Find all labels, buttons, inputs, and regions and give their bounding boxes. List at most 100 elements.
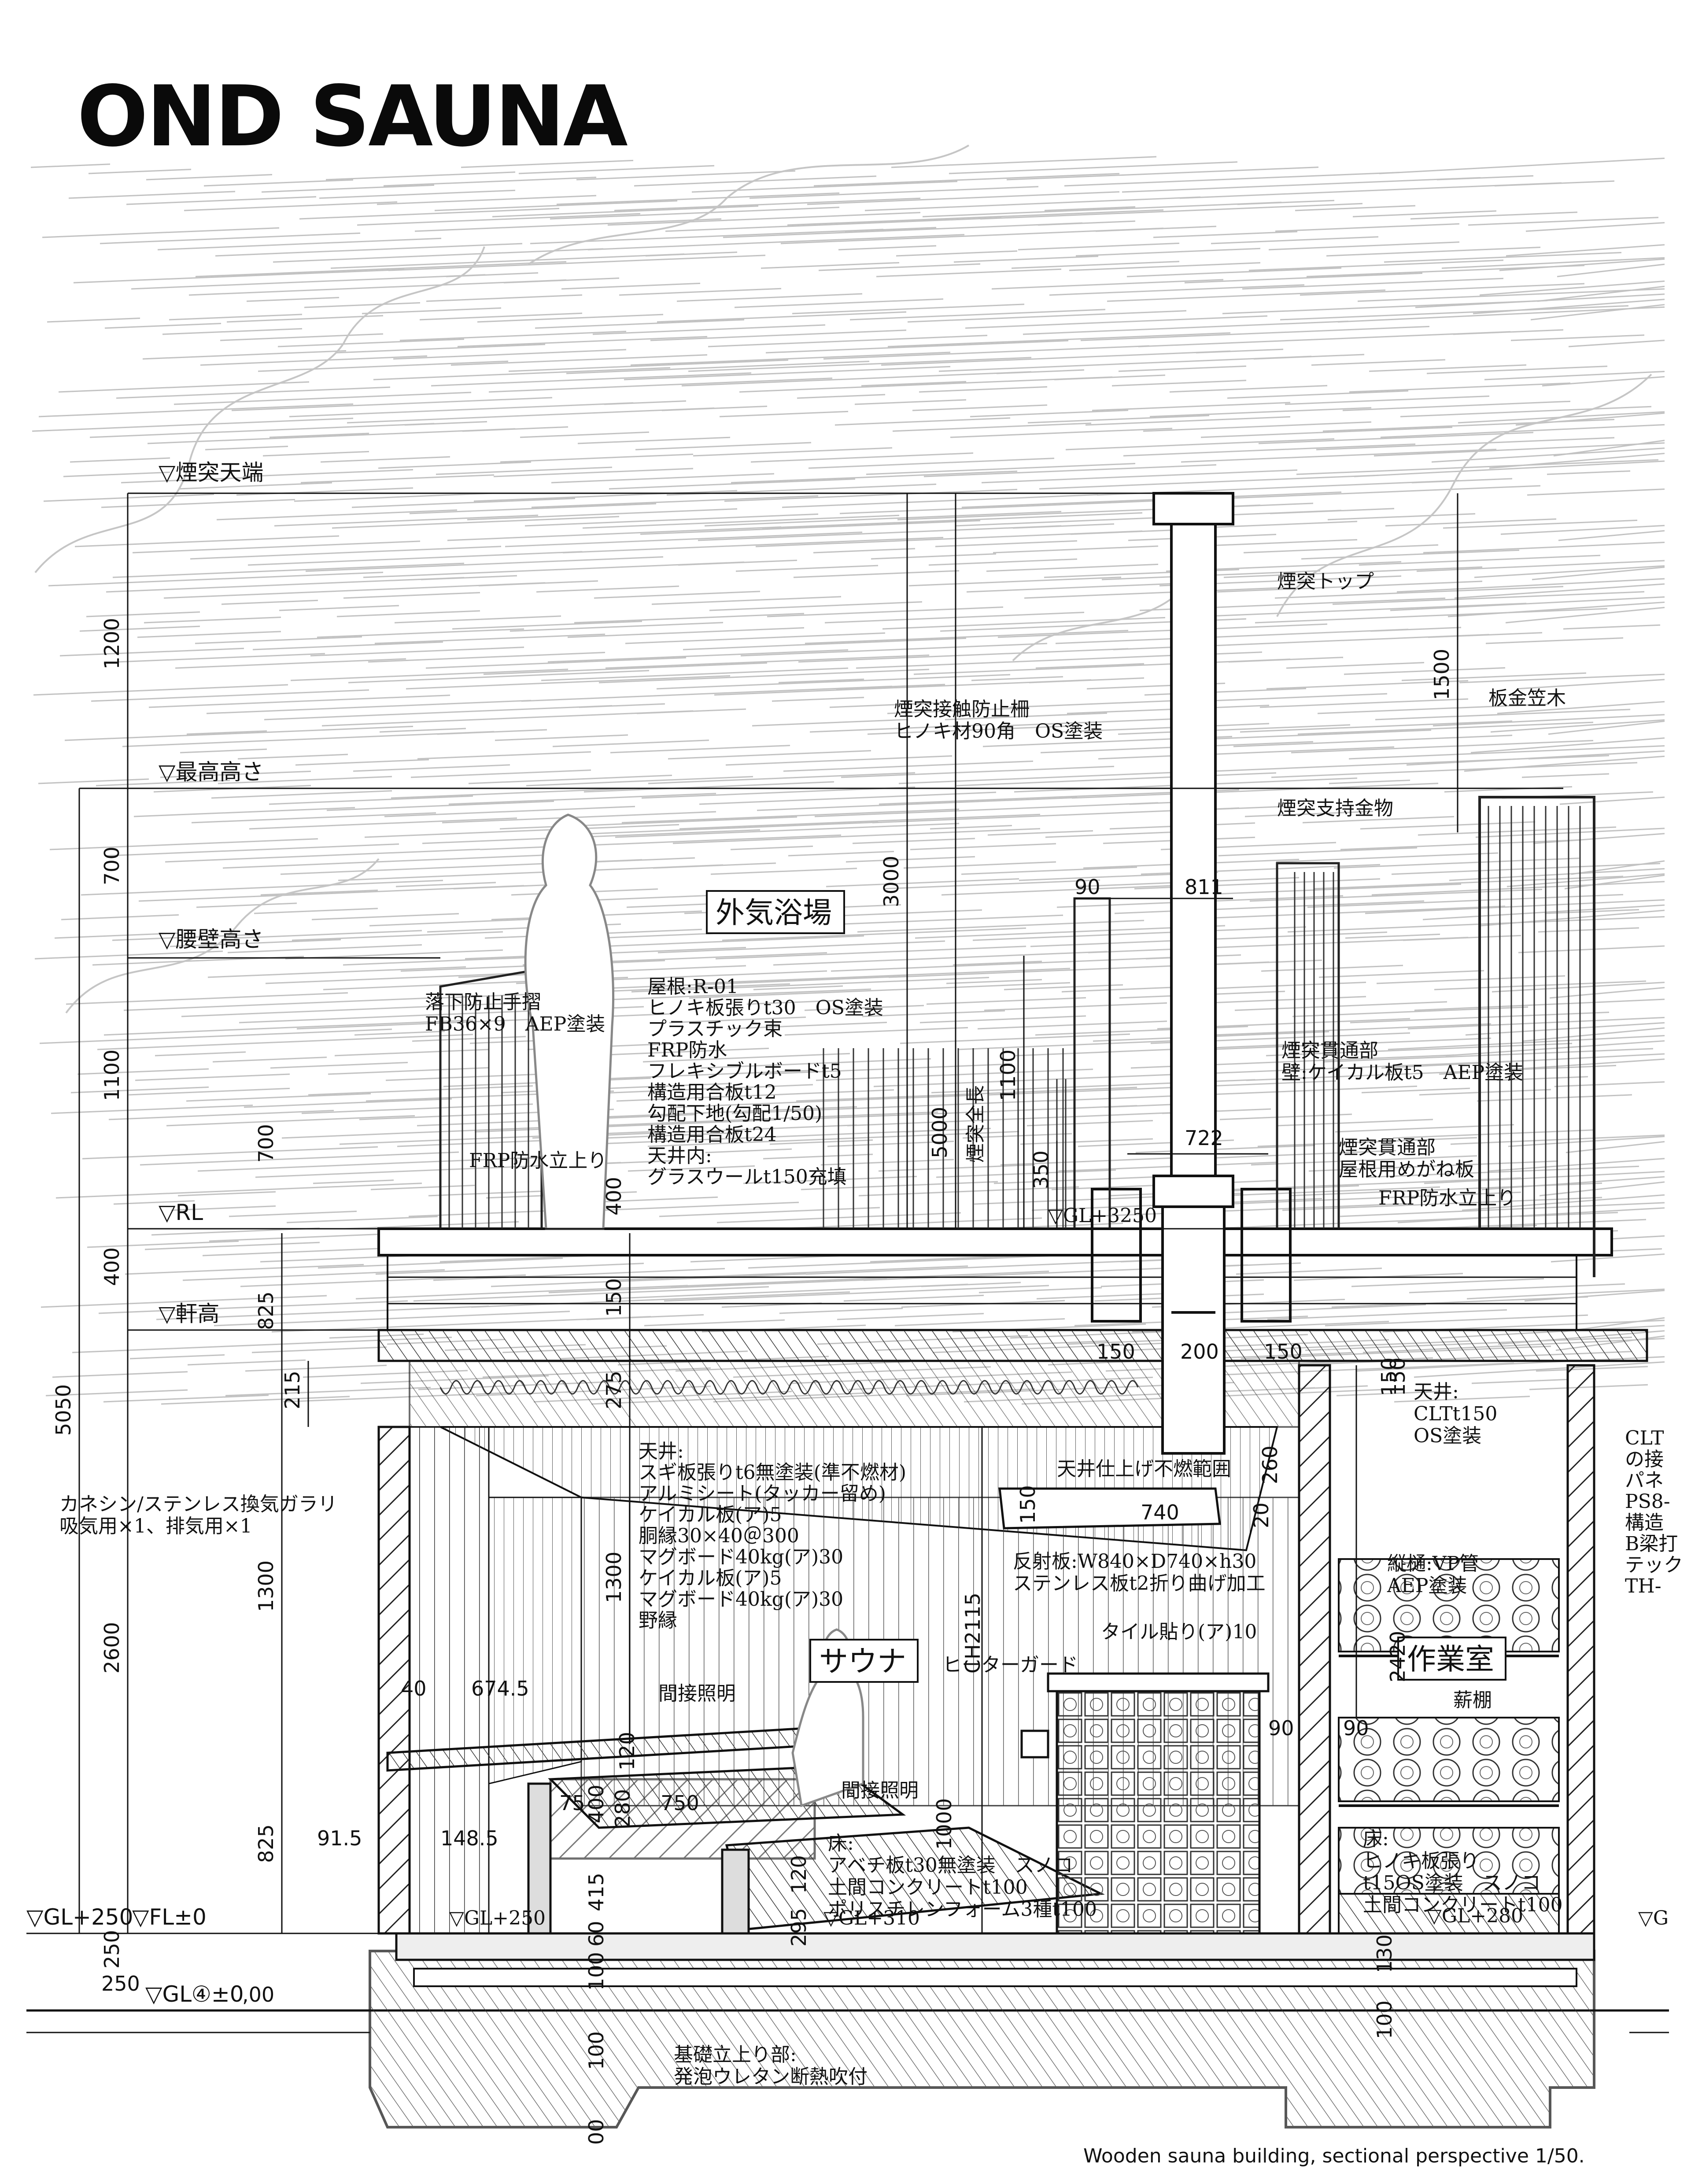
sky-stroke [1289, 1183, 1602, 1197]
sky-stroke [598, 669, 930, 684]
note-line: CLT [1625, 1427, 1664, 1449]
note-chimney-bracket: 煙突支持金物 [1277, 797, 1393, 820]
sky-stroke [1418, 826, 1617, 836]
sky-stroke [1409, 1283, 1625, 1293]
sky-stroke [1218, 847, 1418, 857]
sky-stroke [1471, 1378, 1567, 1384]
sky-stroke [993, 545, 1159, 554]
sky-stroke [1224, 1191, 1521, 1205]
sky-stroke [229, 1210, 357, 1217]
sky-stroke [585, 1047, 769, 1057]
dim-d400a: 400 [100, 1247, 124, 1286]
sky-stroke [1462, 1194, 1665, 1211]
sky-stroke [144, 617, 281, 624]
dim-d700b: 700 [254, 1124, 278, 1163]
sky-stroke [103, 1394, 269, 1403]
sky-stroke [1349, 382, 1571, 393]
sky-stroke [1340, 839, 1580, 850]
sky-stroke [1192, 521, 1358, 529]
sky-stroke [1549, 987, 1665, 999]
note-line: 煙突支持金物 [1277, 797, 1393, 820]
sky-stroke [657, 940, 945, 953]
dim-d90a: 90 [1074, 875, 1100, 899]
sky-stroke [34, 950, 223, 960]
note-line: 天井: [639, 1440, 684, 1463]
sky-stroke [1092, 402, 1291, 411]
sky-stroke [1419, 1089, 1551, 1096]
sky-stroke [379, 728, 466, 733]
sky-stroke [674, 1094, 975, 1108]
sky-stroke [234, 930, 422, 939]
note-gl3250: ▽GL+3250 [1048, 1205, 1157, 1227]
dim-d150d: 150 [1377, 1357, 1401, 1396]
sky-stroke [1479, 280, 1665, 296]
sky-stroke [804, 1005, 924, 1011]
dim-d1100b: 1100 [996, 1050, 1020, 1101]
note-gl280: ▽GL+280 [1427, 1905, 1523, 1927]
sky-stroke [374, 633, 606, 644]
sky-stroke [841, 765, 1115, 778]
sky-stroke [583, 781, 834, 793]
sky-stroke [784, 1027, 968, 1036]
sky-stroke [818, 263, 981, 271]
sky-stroke [647, 1131, 1019, 1147]
sky-stroke [1373, 442, 1665, 457]
sky-stroke [91, 689, 369, 702]
sky-stroke [518, 165, 715, 174]
sky-stroke [808, 458, 1055, 469]
sky-stroke [1400, 406, 1652, 418]
sky-stroke [220, 333, 384, 341]
sky-stroke [205, 445, 288, 451]
sky-stroke [1401, 672, 1587, 681]
sky-stroke [191, 812, 436, 824]
sky-stroke [552, 739, 709, 747]
sky-stroke [354, 1031, 445, 1036]
sky-stroke [871, 553, 997, 560]
sky-stroke [279, 605, 399, 611]
sky-stroke [326, 800, 554, 811]
sky-stroke [1352, 210, 1497, 218]
dim-d130: 130 [1373, 1934, 1396, 1973]
sky-stroke [216, 509, 458, 521]
sky-stroke [813, 173, 1120, 187]
sky-stroke [858, 1186, 1079, 1197]
sky-stroke [789, 1105, 1137, 1120]
sky-stroke [725, 755, 953, 766]
sky-stroke [59, 647, 244, 657]
dim-d100a: 100 [584, 1952, 608, 1991]
sky-stroke [635, 442, 812, 451]
sky-stroke [1286, 661, 1425, 669]
sky-stroke [779, 1308, 903, 1314]
sky-stroke [605, 654, 930, 669]
sky-stroke [195, 261, 567, 277]
sky-stroke [1506, 873, 1665, 887]
sky-stroke [567, 627, 805, 638]
sky-stroke [651, 596, 842, 605]
sky-stroke [793, 570, 960, 578]
sky-stroke [625, 632, 886, 644]
sky-stroke [714, 679, 1092, 696]
sky-stroke [249, 817, 517, 830]
dim-d90c: 90 [1343, 1716, 1369, 1740]
sky-stroke [32, 418, 354, 432]
sky-stroke [966, 582, 1203, 593]
sky-stroke [587, 234, 965, 251]
sky-stroke [1277, 1119, 1433, 1127]
note-line: 反射板:W840×D740×h30 [1013, 1550, 1256, 1573]
sky-stroke [970, 410, 1129, 418]
sky-stroke [1179, 182, 1562, 199]
sky-stroke [919, 386, 1048, 393]
sky-stroke [557, 821, 879, 836]
sky-stroke [38, 778, 149, 784]
sky-stroke [668, 750, 871, 760]
sky-stroke [195, 636, 362, 644]
dim-d260: 260 [1258, 1445, 1282, 1484]
note-line: 間接照明 [841, 1779, 919, 1802]
sky-stroke [1414, 1361, 1665, 1378]
note-line: タイル貼り(ア)10 [1101, 1621, 1257, 1643]
sky-stroke [1306, 265, 1585, 277]
sky-stroke [1539, 1181, 1665, 1197]
note-line: FRP防水立上り [469, 1149, 607, 1172]
sky-stroke [1510, 334, 1645, 341]
sky-stroke [577, 436, 731, 444]
